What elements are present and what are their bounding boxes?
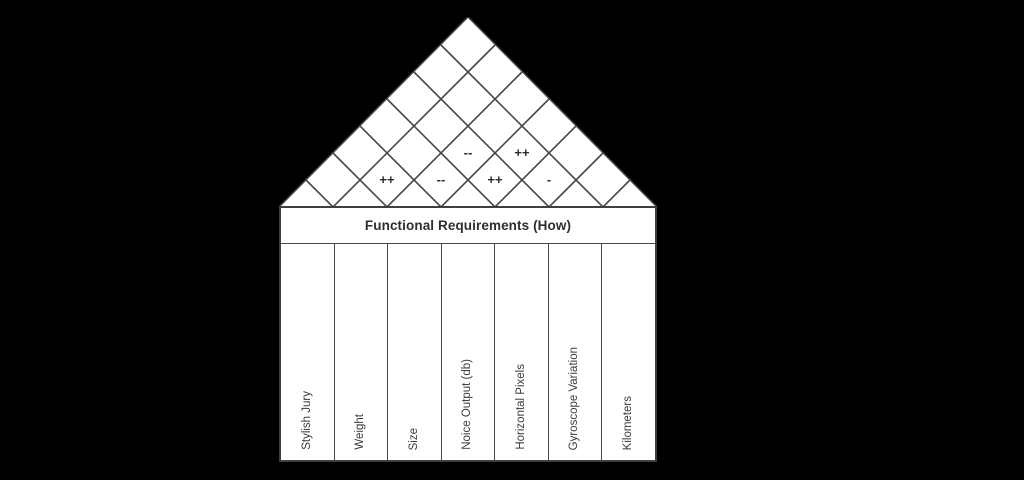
column-kilometers: Kilometers: [602, 244, 655, 460]
column-label: Weight: [354, 414, 367, 450]
correlation-symbol: --: [437, 172, 446, 187]
correlation-symbol: ++: [487, 172, 503, 187]
column-label: Gyroscope Variation: [568, 346, 581, 450]
roof-grid-line: [386, 98, 496, 207]
roof-grid-line: [413, 71, 550, 207]
correlation-symbol: ++: [514, 145, 530, 160]
column-stylish-jury: Stylish Jury: [281, 244, 335, 460]
roof-outline: [279, 17, 657, 207]
column-label: Kilometers: [622, 395, 634, 450]
functional-requirements-title: Functional Requirements (How): [364, 218, 572, 233]
roof-grid-line: [440, 44, 604, 207]
column-label: Horizontal Pixels: [514, 364, 527, 450]
column-label: Noice Output (db): [461, 359, 474, 450]
roof-correlation-symbols: ++ -- ++ - -- ++: [379, 145, 551, 187]
roof-grid-line: [305, 179, 334, 207]
how-columns: Stylish Jury Weight Size Noice Output (d…: [279, 244, 657, 462]
correlation-symbol: ++: [379, 172, 395, 187]
roof-grid-line: [332, 152, 388, 207]
roof-grid-line: [602, 179, 631, 207]
roof-grid-line: [494, 125, 577, 207]
roof-grid-lines: [305, 44, 631, 207]
roof-grid-line: [359, 125, 442, 207]
roof-correlation-matrix: ++ -- ++ - -- ++: [279, 17, 657, 207]
column-horizontal-pixels: Horizontal Pixels: [495, 244, 549, 460]
column-noice-output: Noice Output (db): [442, 244, 496, 460]
column-label: Stylish Jury: [300, 391, 313, 450]
column-size: Size: [388, 244, 442, 460]
correlation-symbol: --: [464, 145, 473, 160]
column-gyroscope-variation: Gyroscope Variation: [549, 244, 603, 460]
column-label: Size: [407, 427, 420, 450]
roof-grid-line: [386, 71, 523, 207]
correlation-symbol: -: [547, 172, 551, 187]
column-weight: Weight: [335, 244, 389, 460]
functional-requirements-header: Functional Requirements (How): [279, 206, 657, 244]
